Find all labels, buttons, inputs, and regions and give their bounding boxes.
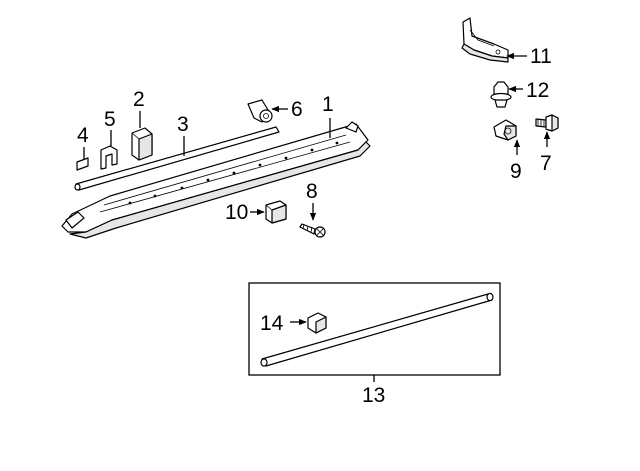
molding-clip-part[interactable] [307, 312, 327, 334]
grommet-part[interactable] [493, 119, 517, 141]
callout-12: 12 [526, 79, 549, 102]
callout-14: 14 [260, 312, 284, 335]
callout-3: 3 [177, 113, 189, 136]
callout-11: 11 [530, 45, 552, 68]
push-clip-part[interactable] [247, 99, 273, 123]
spring-clip-part[interactable] [100, 145, 118, 170]
callout-1: 1 [322, 93, 334, 116]
callout-5: 5 [104, 108, 116, 131]
seal-rod-part[interactable] [74, 126, 280, 191]
bolt-part[interactable] [535, 114, 559, 132]
bracket-part[interactable] [461, 17, 509, 63]
rocker-panel-holes [128, 141, 339, 205]
rivet-clip-part[interactable] [490, 81, 512, 108]
screw-part[interactable] [299, 223, 326, 238]
callout-13: 13 [362, 384, 385, 407]
rocker-panel-part[interactable] [61, 121, 371, 239]
callout-4: 4 [77, 124, 89, 147]
callout-9: 9 [510, 160, 522, 183]
retainer-part[interactable] [265, 200, 287, 224]
molding-strip-part[interactable] [260, 292, 494, 367]
callout-2: 2 [133, 88, 145, 111]
callout-6: 6 [291, 98, 303, 121]
pad-part[interactable] [76, 157, 89, 171]
clip-block-part[interactable] [131, 127, 153, 161]
callout-7: 7 [540, 152, 552, 175]
callout-10: 10 [225, 201, 248, 224]
callout-8: 8 [306, 180, 318, 203]
